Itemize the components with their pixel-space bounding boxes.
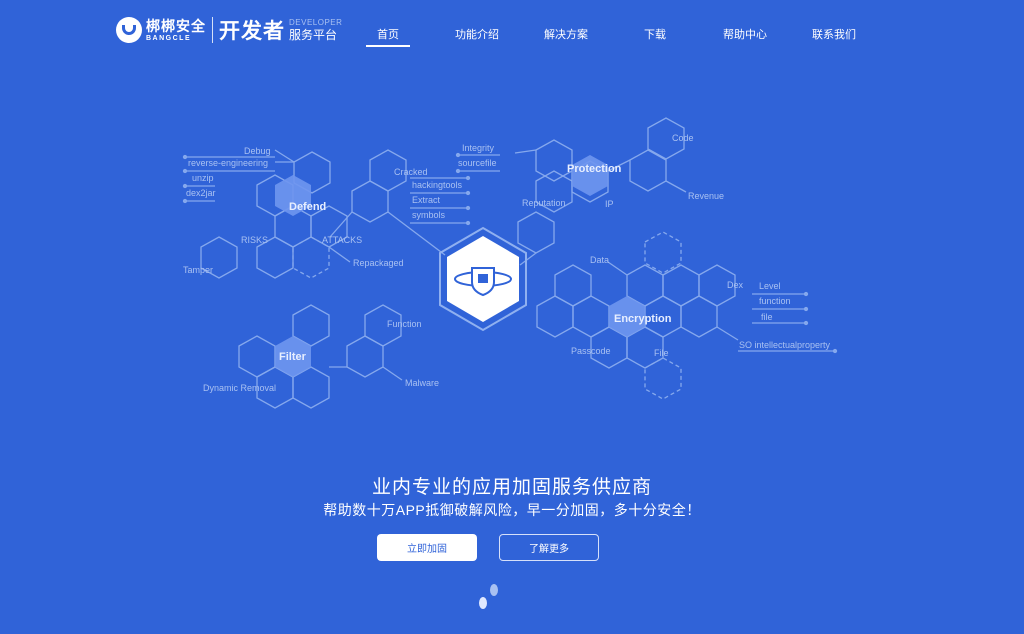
- svg-text:dex2jar: dex2jar: [186, 188, 216, 198]
- logo[interactable]: 梆梆安全 BANGCLE 开发者 DEVELOPER 服务平台: [116, 14, 342, 46]
- svg-text:Reputation: Reputation: [522, 198, 566, 208]
- svg-text:function: function: [759, 296, 791, 306]
- svg-text:Integrity: Integrity: [462, 143, 495, 153]
- svg-text:SO intellectualproperty: SO intellectualproperty: [739, 340, 831, 350]
- svg-text:RISKS: RISKS: [241, 235, 268, 245]
- center-shield-icon: [439, 226, 527, 332]
- nav-download[interactable]: 下载: [644, 29, 666, 41]
- svg-text:unzip: unzip: [192, 173, 214, 183]
- svg-text:Repackaged: Repackaged: [353, 258, 404, 268]
- logo-en-text: BANGCLE: [146, 34, 192, 42]
- svg-text:Filter: Filter: [279, 351, 307, 363]
- nav-home[interactable]: 首页: [377, 26, 399, 42]
- svg-text:Function: Function: [387, 319, 422, 329]
- hero-title: 业内专业的应用加固服务供应商: [371, 477, 652, 498]
- developer-title: 开发者: [219, 20, 285, 43]
- svg-text:Revenue: Revenue: [688, 191, 724, 201]
- svg-text:Dex: Dex: [727, 280, 744, 290]
- nav-contact[interactable]: 联系我们: [812, 29, 856, 41]
- svg-text:reverse-engineering: reverse-engineering: [188, 158, 268, 168]
- svg-text:Code: Code: [672, 133, 694, 143]
- reinforce-now-button[interactable]: 立即加固: [377, 534, 477, 561]
- svg-text:Data: Data: [590, 255, 609, 265]
- nav-solutions[interactable]: 解决方案: [544, 29, 588, 41]
- hero-subtitle: 帮助数十万APP抵御破解风险，早一分加固，多十分安全！: [323, 502, 701, 518]
- svg-text:hackingtools: hackingtools: [412, 180, 463, 190]
- svg-text:Cracked: Cracked: [394, 167, 428, 177]
- svg-text:file: file: [761, 312, 773, 322]
- svg-text:ATTACKS: ATTACKS: [322, 235, 362, 245]
- nav-features[interactable]: 功能介绍: [455, 29, 499, 41]
- svg-text:Encryption: Encryption: [614, 313, 672, 325]
- svg-text:Dynamic Removal: Dynamic Removal: [203, 383, 276, 393]
- developer-sub: 服务平台: [289, 28, 338, 42]
- svg-text:Level: Level: [759, 281, 781, 291]
- svg-text:sourcefile: sourcefile: [458, 158, 497, 168]
- learn-more-button[interactable]: 了解更多: [499, 534, 599, 561]
- svg-text:Protection: Protection: [567, 163, 622, 175]
- svg-text:Debug: Debug: [244, 146, 271, 156]
- svg-text:Defend: Defend: [289, 201, 326, 213]
- svg-text:Tamper: Tamper: [183, 265, 213, 275]
- logo-cn-text: 梆梆安全: [146, 17, 206, 34]
- header: 梆梆安全 BANGCLE 开发者 DEVELOPER 服务平台 首页 功能介绍 …: [0, 0, 1024, 64]
- svg-text:Passcode: Passcode: [571, 346, 611, 356]
- svg-text:Extract: Extract: [412, 195, 441, 205]
- svg-text:IP: IP: [605, 199, 614, 209]
- footprints-scroll-icon[interactable]: [475, 583, 505, 613]
- logo-divider: [212, 17, 213, 43]
- svg-text:File: File: [654, 348, 669, 358]
- svg-text:Malware: Malware: [405, 378, 439, 388]
- bangcle-logo-icon: [116, 17, 142, 43]
- nav-help[interactable]: 帮助中心: [723, 29, 767, 41]
- developer-en: DEVELOPER: [289, 18, 343, 27]
- svg-text:symbols: symbols: [412, 210, 446, 220]
